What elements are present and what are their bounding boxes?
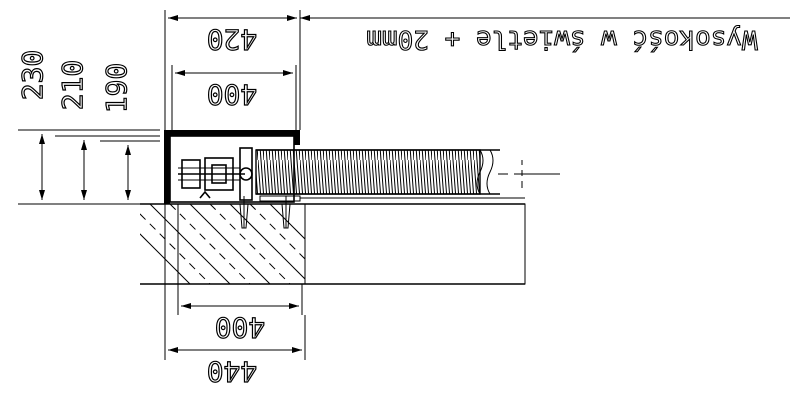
floor-section xyxy=(140,203,526,285)
fan-motor-assembly xyxy=(178,147,253,201)
heat-exchanger-coil xyxy=(255,149,500,195)
dimension-label-230: 230 xyxy=(16,50,49,101)
dimension-label-400-top: 400 xyxy=(207,78,258,111)
top-dimension-400: 400 xyxy=(171,65,297,130)
dimension-label-440: 440 xyxy=(207,355,258,388)
note-text: Wysokość w świetle + 20mm xyxy=(366,24,757,54)
left-dimension-210: 210 xyxy=(55,59,160,200)
bottom-dimension-400: 400 xyxy=(177,284,303,345)
center-line xyxy=(498,160,560,188)
dimension-label-420: 420 xyxy=(207,23,258,56)
left-dimension-190: 190 xyxy=(99,62,160,200)
left-dimension-230: 230 xyxy=(15,49,160,205)
dimension-label-190: 190 xyxy=(100,63,133,114)
mounting-fixings xyxy=(199,190,301,229)
dimension-label-210: 210 xyxy=(56,60,89,111)
bottom-dimension-440: 440 xyxy=(164,284,306,389)
dimension-label-400-bottom: 400 xyxy=(215,311,266,344)
note-callout: Wysokość w świetle + 20mm xyxy=(300,15,790,55)
top-dimension-420: 420 xyxy=(164,10,301,130)
